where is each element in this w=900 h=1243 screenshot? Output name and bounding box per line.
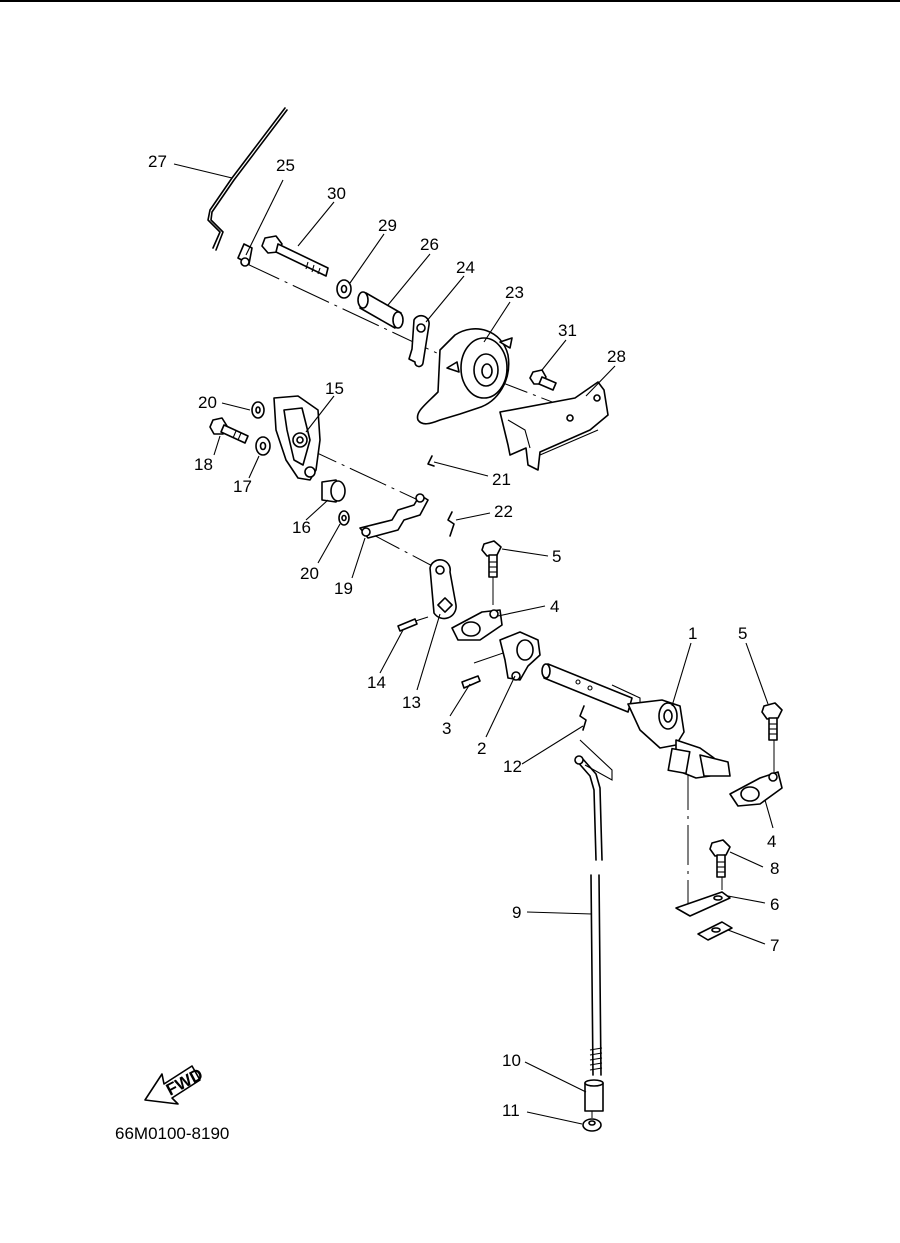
callout-4-right: 4 — [767, 832, 776, 851]
callout-7: 7 — [770, 936, 779, 955]
bracket-28 — [499, 381, 609, 471]
callout-29: 29 — [378, 216, 397, 235]
clip-22 — [447, 511, 455, 537]
link-24 — [408, 314, 430, 368]
assembly-axis-link — [363, 529, 441, 571]
callout-23: 23 — [505, 283, 524, 302]
callout-12: 12 — [503, 757, 522, 776]
joint-2 — [499, 631, 541, 681]
callout-5-right: 5 — [738, 624, 747, 643]
nut-11 — [582, 1118, 602, 1132]
collar-26 — [357, 291, 404, 329]
diagram-code: 66M0100-8190 — [115, 1124, 229, 1143]
callout-13: 13 — [402, 693, 421, 712]
callout-10: 10 — [502, 1051, 521, 1070]
collar-16 — [321, 479, 346, 503]
callout-31: 31 — [558, 321, 577, 340]
callout-1: 1 — [688, 624, 697, 643]
plate-6 — [675, 891, 731, 917]
washer-20-lower — [338, 510, 350, 526]
fwd-arrow-icon: FWD — [144, 1065, 206, 1105]
washer-17 — [255, 436, 271, 456]
lever-arm-13 — [429, 559, 457, 620]
callout-4-upper: 4 — [550, 597, 559, 616]
callout-18: 18 — [194, 455, 213, 474]
callout-2: 2 — [477, 739, 486, 758]
bolt-5-right — [761, 702, 783, 741]
callout-24: 24 — [456, 258, 475, 277]
lever-15 — [273, 395, 321, 481]
washer-29 — [336, 279, 352, 299]
callout-21: 21 — [492, 470, 511, 489]
callout-30: 30 — [327, 184, 346, 203]
fwd-label: FWD — [163, 1065, 206, 1100]
callout-19: 19 — [334, 579, 353, 598]
shift-shaft-1 — [541, 663, 731, 779]
callout-11: 11 — [502, 1101, 520, 1120]
bolt-31 — [529, 369, 557, 391]
washer-20-top — [251, 401, 265, 419]
callout-15: 15 — [325, 379, 344, 398]
callout-17: 17 — [233, 477, 252, 496]
assembly-axis-lever — [299, 444, 419, 501]
top-border — [0, 0, 900, 2]
callout-14: 14 — [367, 673, 386, 692]
callout-28: 28 — [607, 347, 626, 366]
callout-8: 8 — [770, 859, 779, 878]
pin-14 — [397, 618, 418, 632]
callout-5-upper: 5 — [552, 547, 561, 566]
clamp-4-upper — [451, 609, 503, 641]
callouts: 27 25 30 29 26 24 23 31 28 20 15 18 17 1… — [148, 152, 779, 1120]
pin-3 — [461, 675, 481, 689]
callout-6: 6 — [770, 895, 779, 914]
callout-22: 22 — [494, 502, 513, 521]
bolt-18 — [209, 417, 249, 444]
bolt-30 — [261, 235, 329, 277]
cam-23 — [416, 328, 513, 425]
rod-9 — [574, 755, 603, 1076]
link-rod-19 — [359, 493, 429, 539]
callout-26: 26 — [420, 235, 439, 254]
clip-21 — [427, 455, 435, 467]
callout-27: 27 — [148, 152, 167, 171]
rod-27-edge — [210, 109, 288, 251]
callout-20-lower: 20 — [300, 564, 319, 583]
callout-9: 9 — [512, 903, 521, 922]
guide-line-b — [579, 739, 613, 781]
callout-20-top: 20 — [198, 393, 217, 412]
rod-27 — [207, 107, 286, 249]
clip-12 — [579, 705, 587, 731]
collar-10 — [584, 1079, 604, 1112]
callout-3: 3 — [442, 719, 451, 738]
clamp-4-right — [729, 771, 783, 807]
callout-25: 25 — [276, 156, 295, 175]
callout-16: 16 — [292, 518, 311, 537]
bolt-5-upper — [481, 540, 502, 578]
plate-7 — [697, 921, 733, 941]
leader-lines — [173, 163, 774, 1125]
bolt-8 — [709, 839, 731, 878]
